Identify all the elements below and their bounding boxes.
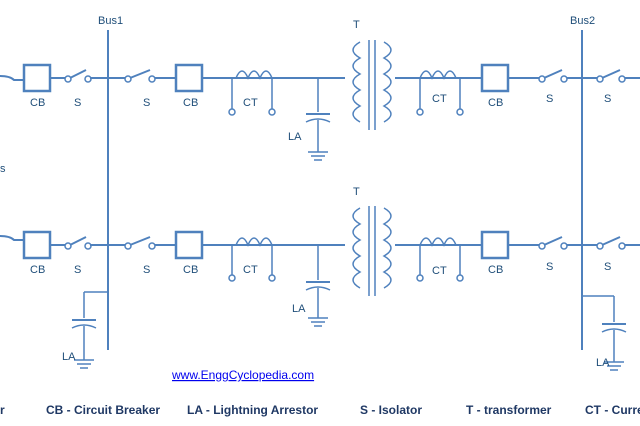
label-cb: CB: [30, 264, 45, 276]
label-s: S: [143, 97, 150, 109]
label-la: LA: [288, 131, 302, 143]
bus1-label: Bus1: [98, 15, 123, 27]
ct-1-bottom: [235, 237, 273, 247]
label-s: S: [74, 264, 81, 276]
label-ct: CT: [432, 93, 447, 105]
isolator-bus2-bottom: [543, 236, 563, 246]
transformer-top-primary: [352, 41, 362, 123]
isolator-bus2-top: [543, 69, 563, 79]
isolator-bus1-top: [129, 69, 151, 79]
ct-2-top: [419, 70, 457, 80]
label-la: LA: [292, 303, 306, 315]
label-s: S: [546, 93, 553, 105]
label-cb: CB: [30, 97, 45, 109]
label-s: S: [604, 261, 611, 273]
label-la: LA: [596, 357, 610, 369]
bus2-label: Bus2: [570, 15, 595, 27]
ct-2-bottom: [419, 237, 457, 247]
cb-bus1-bottom: [174, 230, 204, 260]
isolator-bus1-bottom: [129, 236, 151, 246]
legend-la: LA - Lightning Arrestor: [187, 403, 318, 417]
label-cb: CB: [488, 264, 503, 276]
cb-bus2-bottom: [480, 230, 510, 260]
label-t: T: [353, 19, 360, 31]
label-s: S: [143, 264, 150, 276]
label-la: LA: [62, 351, 76, 363]
ct-1-top: [235, 70, 273, 80]
feeder-top: [0, 40, 640, 161]
isolator-left-bottom: [69, 236, 87, 246]
label-t: T: [353, 186, 360, 198]
isolator-right-bottom: [601, 236, 621, 246]
transformer-bottom-primary: [352, 207, 362, 289]
website-link[interactable]: www.EnggCyclopedia.com: [171, 368, 314, 382]
isolator-right-top: [601, 69, 621, 79]
cb-left-bottom: [22, 230, 52, 260]
legend-s: S - Isolator: [360, 403, 422, 417]
bus1-lightning-arrestor: [71, 291, 108, 369]
label-ct: CT: [243, 97, 258, 109]
legend-partial-left: r: [0, 403, 5, 417]
legend-cb: CB - Circuit Breaker: [46, 403, 160, 417]
label-ct: CT: [243, 264, 258, 276]
cb-left-top: [22, 63, 52, 93]
label-cb: CB: [183, 97, 198, 109]
feeder-bottom: [0, 206, 640, 327]
cb-bus1-top: [174, 63, 204, 93]
transformer-top-secondary: [382, 41, 392, 123]
cb-bus2-top: [480, 63, 510, 93]
transformer-bottom-secondary: [382, 207, 392, 289]
bus2-lightning-arrestor: [582, 295, 627, 371]
legend-ct: CT - Curre: [585, 403, 640, 417]
label-partial: s: [0, 163, 6, 175]
label-ct: CT: [432, 265, 447, 277]
label-s: S: [74, 97, 81, 109]
label-s: S: [604, 93, 611, 105]
label-cb: CB: [183, 264, 198, 276]
isolator-left-top: [69, 69, 87, 79]
label-cb: CB: [488, 97, 503, 109]
legend-t: T - transformer: [466, 403, 552, 417]
label-s: S: [546, 261, 553, 273]
